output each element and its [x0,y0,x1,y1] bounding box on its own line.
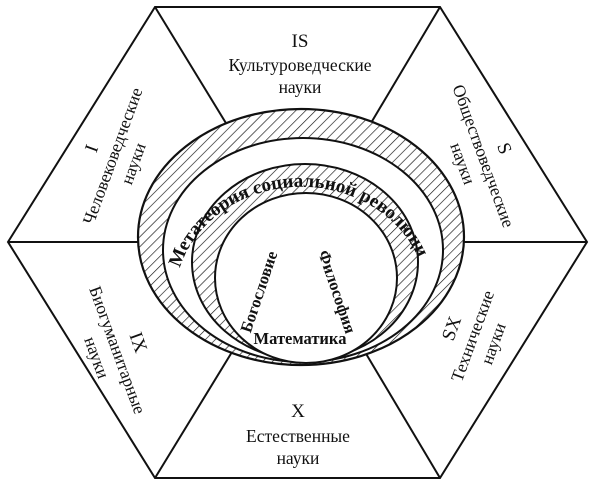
sector-dividers [8,6,587,479]
core-circle [214,192,398,364]
sector-top: IS Культуроведческие науки [228,31,371,97]
sector-bottom-symbol: X [291,401,305,422]
sector-bottom-line1: Естественные [246,426,350,446]
sector-bottom: X Естественные науки [246,401,350,468]
sector-top-line1: Культуроведческие [228,55,371,75]
sector-top-line2: науки [279,77,322,97]
mathematics-label: Математика [254,329,347,348]
sector-top-symbol: IS [292,31,309,52]
sector-bottom-line2: науки [277,448,320,468]
